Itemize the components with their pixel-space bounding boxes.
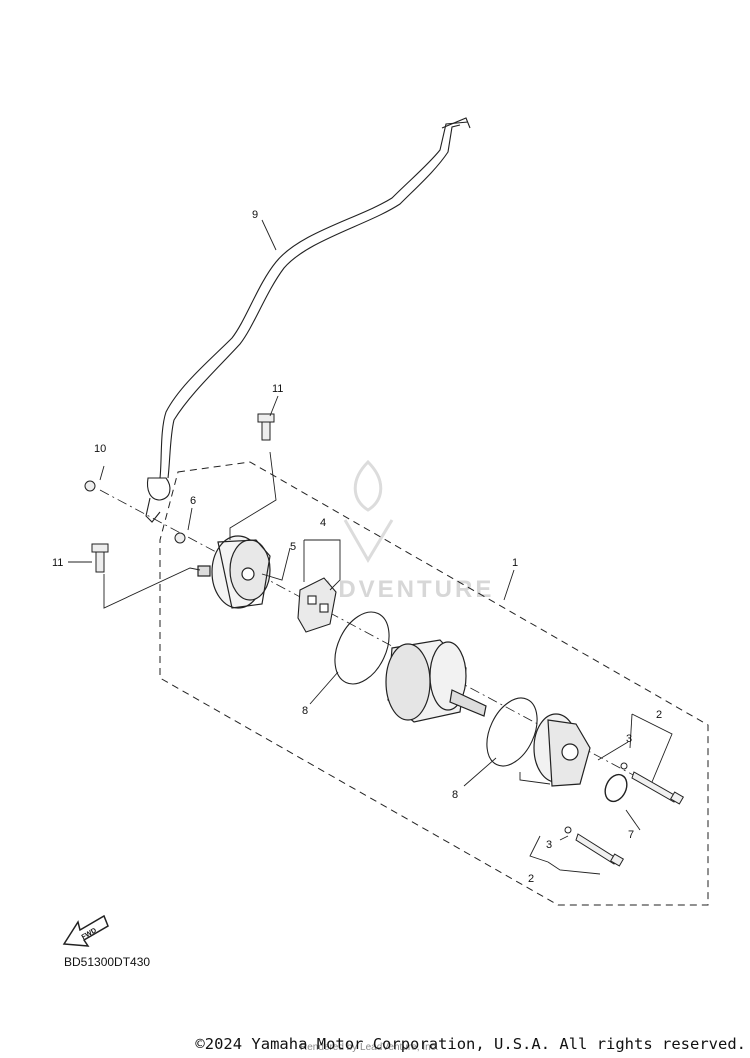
callout-8-rear: 8 (452, 789, 458, 801)
callout-11-lower: 11 (52, 557, 63, 569)
callout-6: 6 (190, 495, 196, 507)
o-ring-front (334, 611, 390, 685)
rear-cover (533, 713, 591, 787)
watermark: ADVENTURE (318, 576, 495, 603)
callout-7: 7 (628, 829, 634, 841)
fwd-arrow-icon: FWD (62, 914, 109, 947)
through-bolts (564, 762, 685, 867)
callout-3-upper: 3 (626, 733, 632, 745)
yoke-assembly (385, 639, 487, 723)
assembly-boundary (159, 461, 709, 906)
copyright-text: ©2024 Yamaha Motor Corporation, U.S.A. A… (195, 1035, 746, 1053)
callout-5: 5 (290, 541, 296, 553)
watermark-logo (343, 459, 394, 563)
callout-2-upper: 2 (656, 709, 662, 721)
callout-11-upper: 11 (272, 383, 283, 395)
callout-4: 4 (320, 517, 326, 529)
brush-holder (297, 577, 337, 633)
fasteners (84, 413, 275, 573)
o-ring-small (604, 773, 628, 803)
leader-lines (68, 219, 673, 875)
diagram-code: BD51300DT430 (64, 955, 151, 969)
callout-8-front: 8 (302, 705, 308, 717)
callout-10: 10 (94, 443, 106, 455)
front-cover (197, 535, 271, 609)
center-line (99, 489, 681, 801)
callout-2-lower: 2 (528, 873, 534, 885)
callout-1: 1 (512, 557, 518, 569)
rendered-by-text: Rendered by LeadVenture, Inc. (300, 1042, 439, 1053)
starter-cable (145, 117, 471, 523)
callout-3-lower: 3 (546, 839, 552, 851)
o-ring-rear (486, 697, 538, 767)
callout-9: 9 (252, 209, 258, 221)
